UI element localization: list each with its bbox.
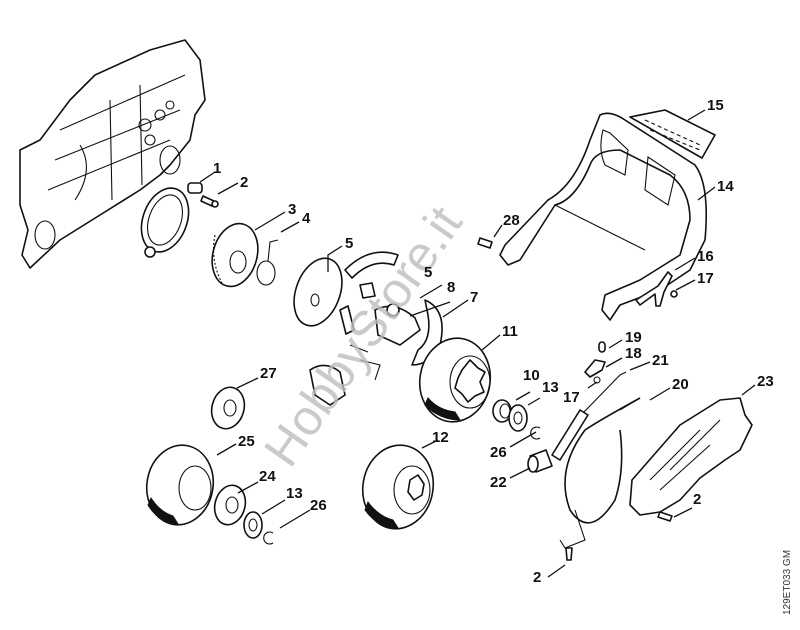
callout-28: 28 [503,212,520,229]
part-13-washer-b [243,511,263,539]
part-26-eclip-b [263,531,274,545]
part-26-eclip [530,426,541,440]
part-13-washer [508,404,528,432]
callout-26: 26 [490,444,507,461]
callout-2b: 2 [693,491,701,508]
callout-2: 2 [240,174,248,191]
callout-3: 3 [288,201,296,218]
part-15-insert [629,109,716,159]
callout-4: 4 [302,210,311,227]
part-28-shoulder-screw [477,237,493,249]
callout-7: 7 [470,289,478,306]
callout-13: 13 [542,379,559,396]
callout-17: 17 [697,270,714,287]
part-11-clutch-drum [418,337,492,423]
part-23-sprocket-cover [629,397,753,516]
part-4-spring-clip [256,239,279,286]
callout-20: 20 [672,376,689,393]
callout-labels: 1 2 3 4 5 5 8 7 28 15 14 16 17 11 19 18 … [213,97,774,586]
part-17-nut-b [593,376,601,384]
callout-11: 11 [502,323,518,340]
leader-lines [199,109,756,578]
part-22-sleeve [527,449,553,473]
callout-18: 18 [625,345,642,362]
part-20-brake-band [559,397,641,549]
callout-24: 24 [259,468,276,485]
part-21-tension-spring [551,371,627,461]
part-2-screw [200,195,219,208]
part-18-lever [584,359,606,378]
part-5-washer [293,257,343,327]
part-2-screw-c [565,547,573,561]
part-3-drive-gear [211,222,259,288]
callout-19: 19 [625,329,642,346]
drawing-code: 129ET033 GM [782,549,793,615]
callout-14: 14 [717,178,734,195]
part-25-clutch-drum [145,444,215,526]
callout-26b: 26 [310,497,327,514]
callout-17b: 17 [563,389,580,406]
crankcase-housing [19,39,206,269]
callout-23: 23 [757,373,774,390]
part-19-spring [598,341,606,353]
callout-15: 15 [707,97,724,114]
callout-8: 8 [447,279,455,296]
part-24-rim-sprocket [213,484,247,526]
part-2-screw-b [657,511,673,522]
callout-12: 12 [432,429,449,446]
part-27-rim-sprocket [210,386,246,430]
callout-21: 21 [652,352,669,369]
callout-25: 25 [238,433,255,450]
callout-2c: 2 [533,569,541,586]
callout-16: 16 [697,248,714,265]
part-1-bearing-plate [140,182,203,258]
callout-5: 5 [345,235,353,252]
clutch-assembly [309,251,443,406]
part-16-bell-crank [635,271,673,307]
callout-1: 1 [213,160,221,177]
callout-27: 27 [260,365,277,382]
callout-13b: 13 [286,485,303,502]
callout-5b: 5 [424,264,432,281]
part-14-hand-guard [499,112,708,321]
part-17-nut [670,290,678,298]
part-12-clutch-drum [361,444,435,530]
callout-10: 10 [523,367,540,384]
callout-22: 22 [490,474,507,491]
